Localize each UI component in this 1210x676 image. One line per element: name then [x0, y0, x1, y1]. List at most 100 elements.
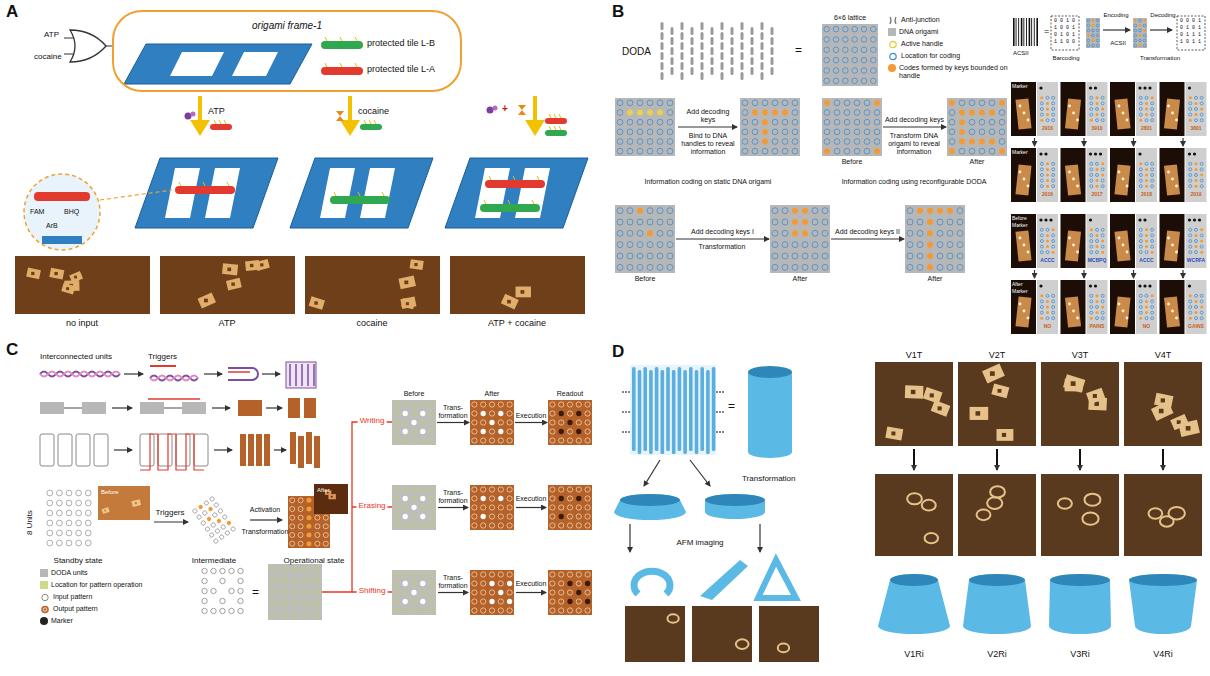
handle-symbol: [890, 41, 896, 47]
lattice-site: [507, 599, 512, 604]
lattice-site: [1145, 228, 1148, 231]
afm-cavity: [520, 290, 524, 294]
flattened-band: [700, 560, 748, 600]
lattice-site: [637, 208, 643, 214]
lattice-site: [1052, 174, 1055, 177]
lattice-site: [617, 264, 623, 270]
lattice-site: [947, 230, 953, 236]
lattice-site: [550, 523, 555, 528]
band-opening: [620, 494, 680, 506]
dna-strand: [40, 372, 120, 377]
lattice-site: [1189, 179, 1192, 182]
barcode-bar: [1029, 18, 1031, 46]
binary-frame: [1177, 16, 1205, 50]
afm-spot: [1068, 171, 1071, 174]
legend-swatch: [40, 581, 48, 589]
lattice-site: [979, 110, 985, 116]
arrow-line: [1083, 270, 1084, 278]
lattice-site: [559, 496, 564, 501]
lattice-site: [481, 429, 486, 434]
tile-strand: [559, 114, 561, 118]
dna-strand: [150, 376, 198, 381]
lattice-pattern: [770, 205, 830, 273]
lattice-site: [270, 566, 276, 572]
doda-brick: [691, 57, 694, 65]
doda-brick: [661, 62, 664, 70]
lattice-site: [1145, 168, 1148, 171]
triangle-band: [758, 560, 796, 598]
doda-brick: [721, 72, 724, 80]
lattice-site: [585, 514, 590, 519]
lattice-site: [1052, 311, 1055, 314]
lattice-site: [854, 129, 860, 135]
lattice-site: [917, 230, 923, 236]
lattice-site: [559, 402, 564, 407]
code-panel: [1087, 148, 1108, 202]
lattice-site: [429, 572, 434, 577]
lattice-site: [772, 253, 778, 259]
lattice-site: [824, 119, 830, 125]
figure-label: =: [1044, 26, 1049, 36]
afm-spot: [1076, 119, 1079, 122]
lattice-site: [489, 402, 494, 407]
lattice-site: [281, 566, 287, 572]
doda-brick: [771, 57, 774, 65]
lattice-site: [220, 608, 225, 613]
lattice-site: [834, 129, 840, 135]
lattice-site: [874, 119, 880, 125]
lattice-site: [792, 129, 798, 135]
lattice-site: [1200, 317, 1203, 320]
atp-icon: [487, 107, 494, 114]
arrow-line: [1150, 29, 1172, 30]
tile-strand: [358, 192, 360, 196]
lattice-box: 6×6 lattice: [822, 24, 878, 86]
afm-ring: [667, 614, 678, 623]
legend-symbol: [40, 605, 50, 614]
doda-brick: [711, 67, 714, 75]
afm-cavity: [911, 390, 916, 394]
lattice-site: [1134, 34, 1137, 37]
lattice-site: [202, 510, 208, 516]
lattice-site: [567, 487, 572, 492]
lattice-site: [306, 515, 311, 520]
origami-tile: [470, 485, 514, 530]
lattice-site: [270, 589, 276, 595]
figure-label: DODA: [622, 46, 651, 58]
lattice-site: [917, 253, 923, 259]
lattice-site: [403, 599, 408, 604]
tile-strand: [224, 120, 226, 124]
lattice-site: [567, 411, 572, 416]
afm-spot: [1171, 244, 1174, 247]
lattice-site: [792, 219, 798, 225]
lattice-site: [1046, 300, 1049, 303]
figure-label: Execution: [516, 495, 547, 503]
lattice-site: [667, 208, 673, 214]
lattice-site: [498, 402, 503, 407]
tile-strand: [554, 114, 556, 118]
lattice-site: [824, 110, 830, 116]
afm-particle: [1178, 420, 1199, 437]
tile-strand: [325, 63, 327, 67]
flow-arrow: [437, 422, 469, 423]
figure-label: ACCC: [1040, 258, 1054, 264]
afm-spot: [1072, 244, 1075, 247]
lattice-site: [198, 504, 204, 510]
lattice-site: [507, 590, 512, 595]
afm-image: [875, 362, 953, 446]
lattice-heading: Before: [842, 158, 863, 166]
afm-spot: [1175, 185, 1178, 188]
lattice-box: Before: [615, 205, 675, 273]
lattice-pattern: [392, 400, 436, 445]
lattice-site: [1200, 300, 1203, 303]
lattice-site: [550, 572, 555, 577]
doda-brick: [761, 62, 764, 70]
lattice-site: [1040, 113, 1043, 116]
afm-spot: [1072, 112, 1075, 115]
afm-spot: [1171, 310, 1174, 313]
lattice-heading: 6×6 lattice: [834, 14, 866, 22]
afm-particle: [885, 426, 903, 440]
lattice-site: [1145, 294, 1148, 297]
afm-image: [305, 256, 440, 314]
barcode-bar: [1036, 18, 1038, 46]
band-opening: [890, 574, 938, 586]
